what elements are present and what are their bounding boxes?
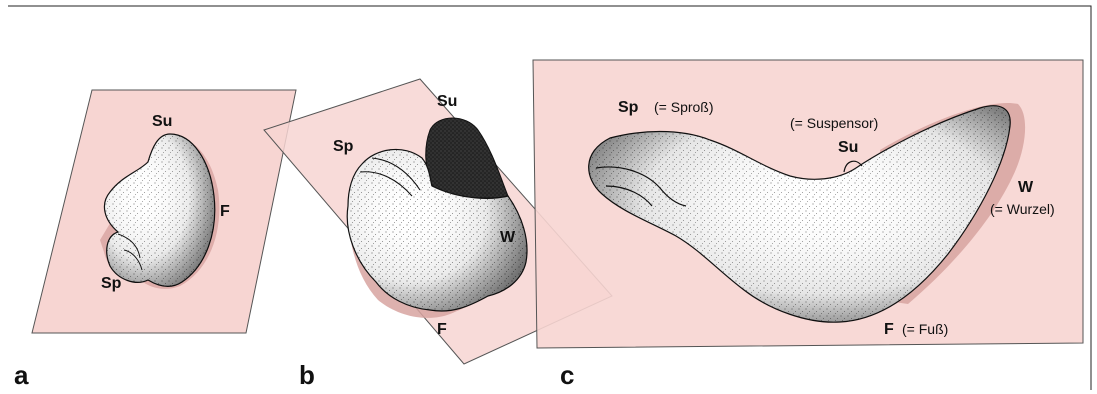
panel-c-label-f: F <box>884 321 894 338</box>
panel-c: Sp (= Sproß) (= Suspensor) Su W (= Wurze… <box>533 60 1083 348</box>
panel-c-note-sp: (= Sproß) <box>654 99 714 115</box>
panel-c-label-w: W <box>1018 179 1034 196</box>
panel-letter-b: b <box>299 360 315 390</box>
panel-b-suspensor-stipple <box>426 118 508 198</box>
panel-letter-c: c <box>560 360 574 390</box>
panel-b-label-sp: Sp <box>333 138 354 155</box>
panel-a: Su F Sp <box>32 90 296 333</box>
panel-c-note-w: (= Wurzel) <box>990 201 1055 217</box>
panel-b-label-f: F <box>437 321 447 338</box>
panel-b-label-su: Su <box>437 93 457 110</box>
panel-c-note-su: (= Suspensor) <box>790 115 878 131</box>
panel-a-label-f: F <box>220 203 230 220</box>
panel-a-label-su: Su <box>152 113 172 130</box>
panel-c-label-su: Su <box>838 139 858 156</box>
panel-a-label-sp: Sp <box>101 275 122 292</box>
panel-letter-a: a <box>14 360 29 390</box>
panel-b-label-w: W <box>500 229 516 246</box>
panel-c-note-f: (= Fuß) <box>902 321 948 337</box>
panel-c-label-sp: Sp <box>618 99 639 116</box>
